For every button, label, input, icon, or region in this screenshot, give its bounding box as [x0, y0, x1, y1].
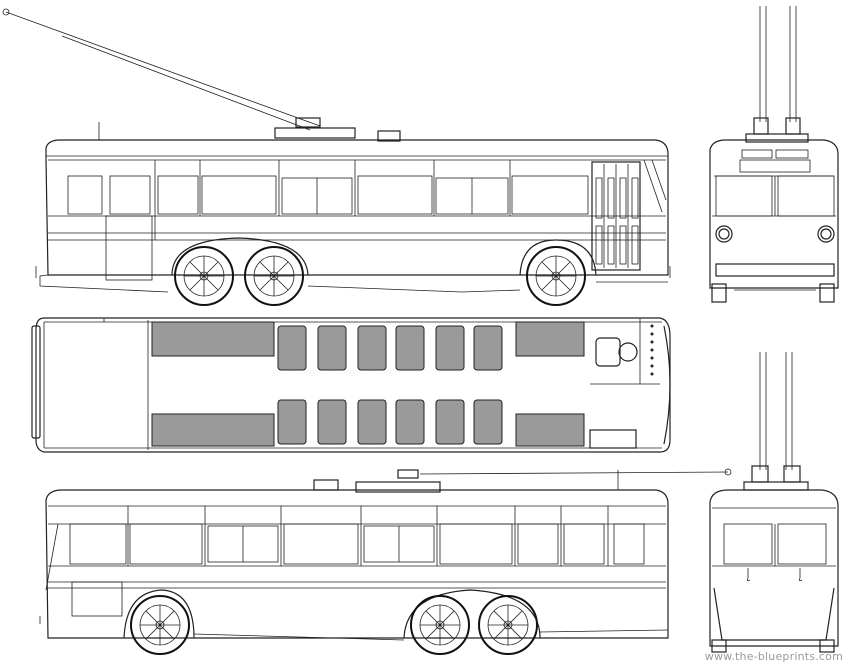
side-view-right [39, 468, 732, 655]
roof-base [274, 127, 356, 139]
front-body [709, 139, 839, 289]
side-windows-left [67, 160, 589, 240]
top-view [31, 317, 671, 453]
trolley-pole-front [5, 11, 321, 127]
bench-seat [151, 413, 275, 447]
bench-seat [515, 321, 585, 357]
front-bumper [715, 263, 835, 277]
wheel [130, 595, 190, 655]
roof-box [377, 130, 401, 142]
front-view [709, 6, 839, 303]
bench-seat [151, 321, 275, 357]
trolley-pole-rear [61, 35, 311, 131]
rear-door [105, 215, 153, 281]
bench-seat [515, 413, 585, 447]
wheel [478, 595, 538, 655]
step-box [589, 429, 637, 449]
wheel [410, 595, 470, 655]
side-windows-right [69, 506, 645, 566]
rear-view [709, 352, 839, 653]
wheel [244, 246, 304, 306]
watermark: www.the-blueprints.com [704, 650, 843, 663]
body-outline [45, 489, 669, 639]
control-panel [650, 324, 654, 376]
headlight-right [817, 225, 835, 243]
body-outline [45, 139, 669, 276]
front-doors [591, 159, 667, 271]
seat-rows [277, 325, 503, 445]
trolley-pole [419, 471, 729, 475]
rear-body [709, 489, 839, 647]
wheel [174, 246, 234, 306]
rear-bumper [31, 325, 41, 439]
wheel [526, 246, 586, 306]
pole-mount [295, 117, 321, 128]
side-view-left [2, 8, 671, 306]
steering-wheel [618, 342, 638, 362]
destination-sign [739, 159, 811, 173]
headlight-left [715, 225, 733, 243]
driver-seat [595, 337, 621, 367]
